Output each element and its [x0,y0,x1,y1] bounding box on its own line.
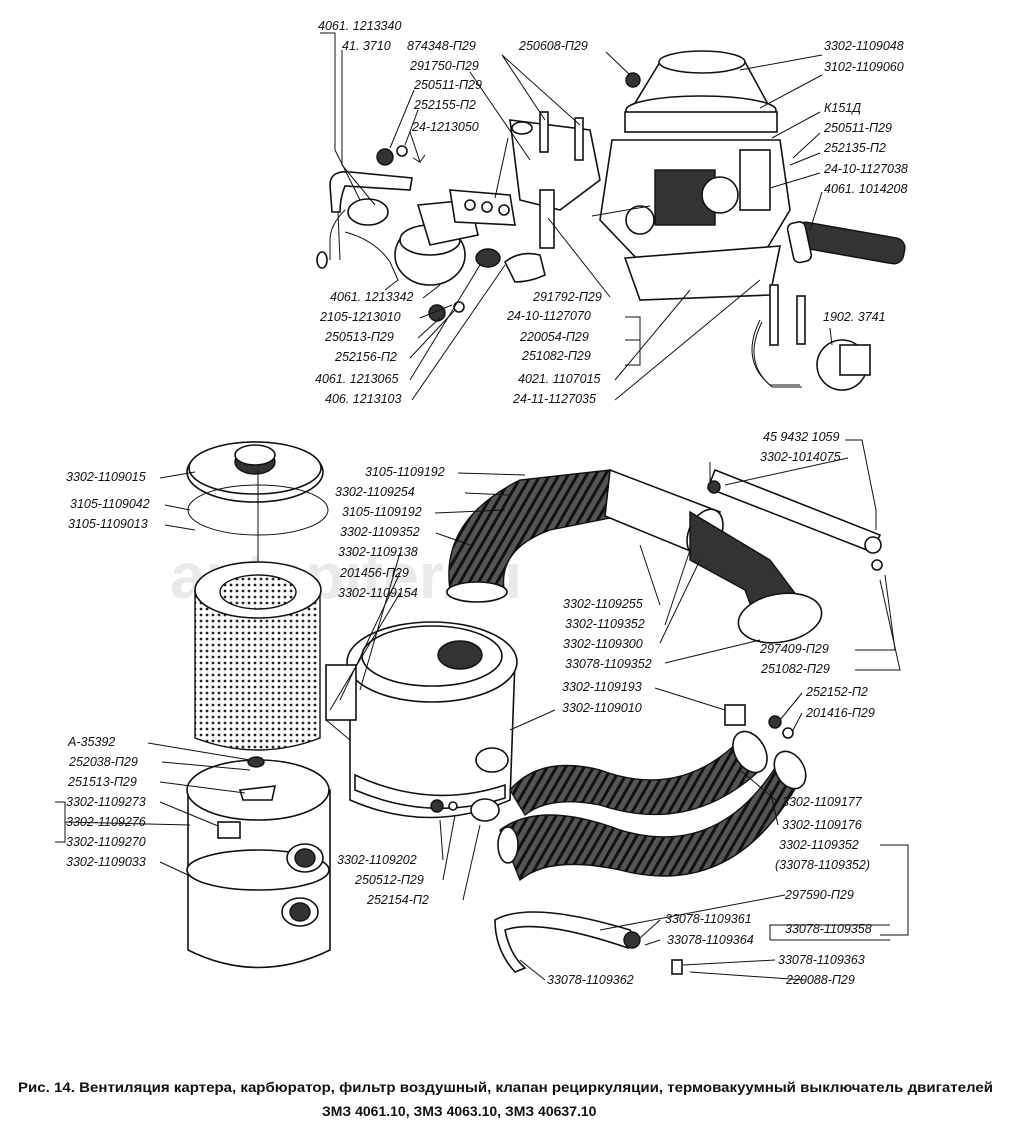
label-3302-1109154: 3302-1109154 [338,586,418,600]
label-3105-1109013: 3105-1109013 [68,517,148,531]
label-291750-p29: 291750-П29 [409,59,479,73]
figure-caption-line2: ЗМЗ 4061.10, ЗМЗ 4063.10, ЗМЗ 40637.10 [322,1103,597,1119]
label-24-11-1127035: 24-11-1127035 [512,392,596,406]
label-3302-1109048: 3302-1109048 [824,39,904,53]
vacuum-hose [786,221,906,265]
label-3302-1109273: 3302-1109273 [66,795,146,809]
label-3105-1109192-a: 3105-1109192 [365,465,445,479]
label-41-3710: 41. 3710 [342,39,391,53]
carburetor-assembly [591,50,806,346]
label-4021-1107015: 4021. 1107015 [518,372,601,386]
label-220054-p29: 220054-П29 [519,330,589,344]
label-3302-1109015: 3302-1109015 [66,470,146,484]
label-252154-p2: 252154-П2 [366,893,429,907]
label-3302-1109033: 3302-1109033 [66,855,146,869]
label-24-10-1127070: 24-10-1127070 [506,309,591,323]
label-251082-p29-top: 251082-П29 [521,349,591,363]
label-33078-1109364: 33078-1109364 [667,933,754,947]
label-3302-1109276: 3302-1109276 [66,815,146,829]
label-45-9432-1059: 45 9432 1059 [763,430,840,444]
thermovacuum-switch [751,319,871,391]
label-3302-1109176: 3302-1109176 [782,818,862,832]
label-4061-1213065: 4061. 1213065 [315,372,398,386]
label-33078-1109352-a: 33078-1109352 [565,657,652,671]
part-labels: 4061. 1213340 41. 3710 874348-П29 291750… [66,19,908,987]
label-33078-1109363: 33078-1109363 [778,953,865,967]
label-3105-1109042: 3105-1109042 [70,497,150,511]
label-3302-1109010: 3302-1109010 [562,701,642,715]
label-1902-3741: 1902. 3741 [823,310,886,324]
label-252152-p2: 252152-П2 [805,685,868,699]
label-297409-p29: 297409-П29 [759,642,829,656]
label-33078-1109358: 33078-1109358 [785,922,872,936]
label-3302-1109352-c: 3302-1109352 [779,838,859,852]
hose-clamp [494,911,683,975]
recirculation-valve [376,145,546,322]
label-3302-1109270: 3302-1109270 [66,835,146,849]
label-250608-p29: 250608-П29 [518,39,588,53]
label-251513-p29: 251513-П29 [67,775,137,789]
label-24-1213050: 24-1213050 [411,120,479,134]
label-4061-1213342: 4061. 1213342 [330,290,413,304]
label-201416-p29: 201416-П29 [805,706,875,720]
label-2105-1213010: 2105-1213010 [319,310,401,324]
label-3302-1109352-b: 3302-1109352 [565,617,645,631]
intake-duct-assembly [446,462,883,644]
label-201456-p29: 201456-П29 [339,566,409,580]
label-24-10-1127038: 24-10-1127038 [823,162,908,176]
label-3302-1014075: 3302-1014075 [760,450,841,464]
label-3302-1109193: 3302-1109193 [562,680,642,694]
label-220088-p29: 220088-П29 [785,973,855,987]
label-4061-1014208: 4061. 1014208 [824,182,907,196]
label-k151d: К151Д [824,101,861,115]
label-3302-1109202: 3302-1109202 [337,853,417,867]
label-297590-p29: 297590-П29 [784,888,854,902]
label-33078-1109352-b: (33078-1109352) [775,858,870,872]
label-250513-p29: 250513-П29 [324,330,394,344]
lower-hoses [497,704,807,882]
vacuum-tube [316,170,413,291]
air-filter-exploded [186,441,331,969]
label-251082-p29-bottom: 251082-П29 [760,662,830,676]
air-cleaner-body [325,621,518,822]
label-291792-p29: 291792-П29 [532,290,602,304]
label-33078-1109361: 33078-1109361 [665,912,752,926]
label-a-35392: А-35392 [67,735,115,749]
label-3302-1109255: 3302-1109255 [563,597,643,611]
figure-caption-line1: Рис. 14. Вентиляция картера, карбюратор,… [18,1079,993,1095]
label-3302-1109352-a: 3302-1109352 [340,525,420,539]
spacer-block [509,111,601,249]
label-3102-1109060: 3102-1109060 [824,60,904,74]
label-252156-p2: 252156-П2 [334,350,397,364]
leader-lines [55,32,909,981]
label-250511-p29-left: 250511-П29 [413,78,482,92]
label-250511-p29-right: 250511-П29 [823,121,892,135]
label-3302-1109177: 3302-1109177 [782,795,863,809]
label-250512-p29: 250512-П29 [354,873,424,887]
label-3302-1109300: 3302-1109300 [563,637,643,651]
label-3302-1109254: 3302-1109254 [335,485,415,499]
label-4061-1213340: 4061. 1213340 [318,19,401,33]
label-3105-1109192-b: 3105-1109192 [342,505,422,519]
label-874348-p29: 874348-П29 [407,39,476,53]
label-3302-1109138: 3302-1109138 [338,545,418,559]
label-252135-p2: 252135-П2 [823,141,886,155]
label-33078-1109362: 33078-1109362 [547,973,634,987]
label-406-1213103: 406. 1213103 [325,392,402,406]
label-252038-p29: 252038-П29 [68,755,138,769]
label-252155-p2: 252155-П2 [413,98,476,112]
